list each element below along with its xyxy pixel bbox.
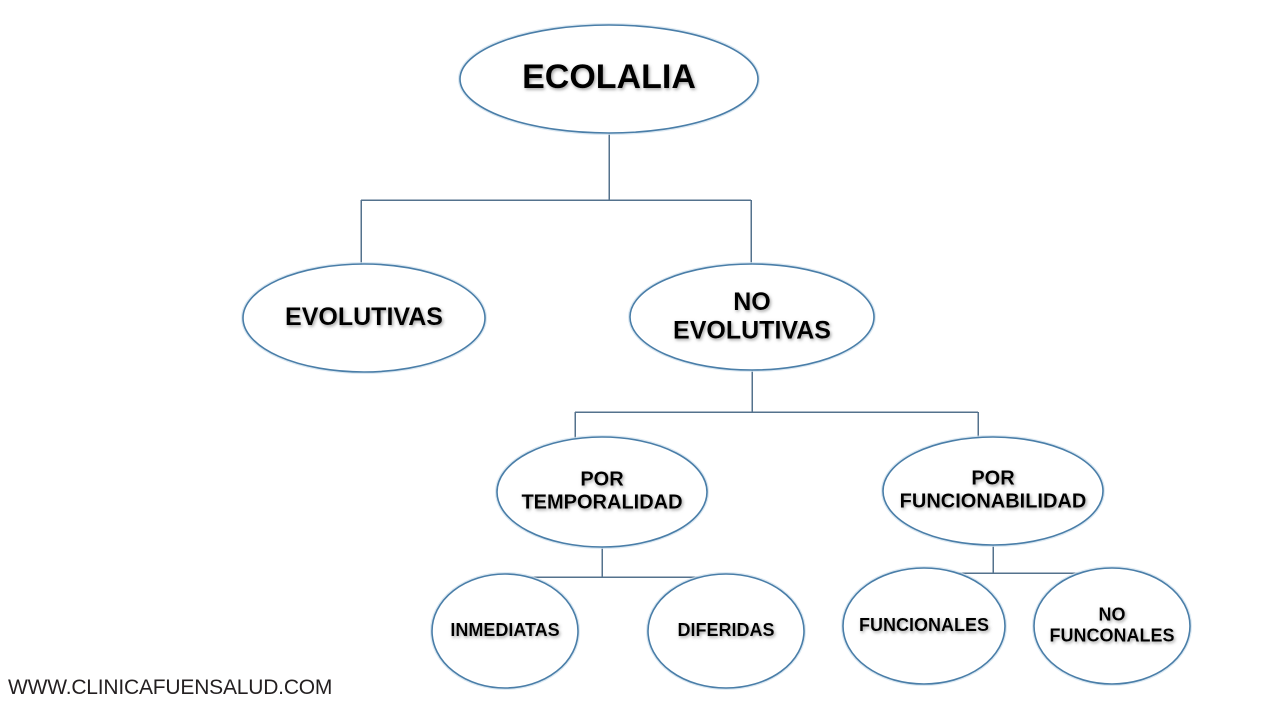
node-por-funcionabilidad-label-line: FUNCIONABILIDAD xyxy=(900,491,1087,513)
node-no-evolutivas-label-line: EVOLUTIVAS xyxy=(673,316,831,344)
node-funcionales[interactable]: FUNCIONALES xyxy=(841,566,1007,686)
connector-por-temporalidad-to-inmediatas xyxy=(505,547,726,578)
node-inmediatas-label: INMEDIATAS xyxy=(450,620,559,640)
node-por-temporalidad-label-line: POR xyxy=(580,469,624,491)
node-diferidas-label-line: DIFERIDAS xyxy=(677,620,774,640)
watermark-url: WWW.CLINICAFUENSALUD.COM xyxy=(8,676,333,699)
node-por-temporalidad-label-line: TEMPORALIDAD xyxy=(521,492,682,514)
node-diferidas-label: DIFERIDAS xyxy=(677,620,774,640)
node-funcionales-shape[interactable] xyxy=(842,567,1006,685)
node-por-funcionabilidad-shape[interactable] xyxy=(882,436,1104,546)
node-ecolalia-label: ECOLALIA xyxy=(522,58,696,96)
node-evolutivas-shape[interactable] xyxy=(242,263,486,373)
node-inmediatas[interactable]: INMEDIATAS xyxy=(430,572,580,690)
node-no-funconales-label-line: FUNCONALES xyxy=(1050,625,1175,645)
connector-ecolalia-to-evolutivas xyxy=(360,133,751,265)
node-diferidas[interactable]: DIFERIDAS xyxy=(646,572,806,690)
node-funcionales-label-line: FUNCIONALES xyxy=(859,615,989,635)
connector-no-evolutivas-to-por-temporalidad xyxy=(574,370,978,438)
node-inmediatas-label-line: INMEDIATAS xyxy=(450,620,559,640)
node-no-funconales-label-line: NO xyxy=(1099,604,1126,624)
node-evolutivas-label-line: EVOLUTIVAS xyxy=(285,303,443,331)
node-por-funcionabilidad-label-line: POR xyxy=(971,468,1015,490)
node-no-evolutivas-label-line: NO xyxy=(733,287,771,315)
node-ecolalia[interactable]: ECOLALIA xyxy=(458,23,760,135)
node-funcionales-label: FUNCIONALES xyxy=(859,615,989,635)
connector-por-funcionabilidad-to-funcionales xyxy=(924,545,1112,574)
node-diferidas-shape[interactable] xyxy=(647,573,805,689)
node-ecolalia-label-line: ECOLALIA xyxy=(522,58,696,96)
node-inmediatas-shape[interactable] xyxy=(431,573,579,689)
node-ecolalia-shape[interactable] xyxy=(459,24,759,134)
node-no-evolutivas-shape[interactable] xyxy=(629,263,875,371)
node-evolutivas-label: EVOLUTIVAS xyxy=(285,303,443,331)
node-no-funconales-shape[interactable] xyxy=(1033,567,1191,685)
node-evolutivas[interactable]: EVOLUTIVAS xyxy=(241,262,487,374)
node-por-temporalidad-shape[interactable] xyxy=(496,436,708,548)
